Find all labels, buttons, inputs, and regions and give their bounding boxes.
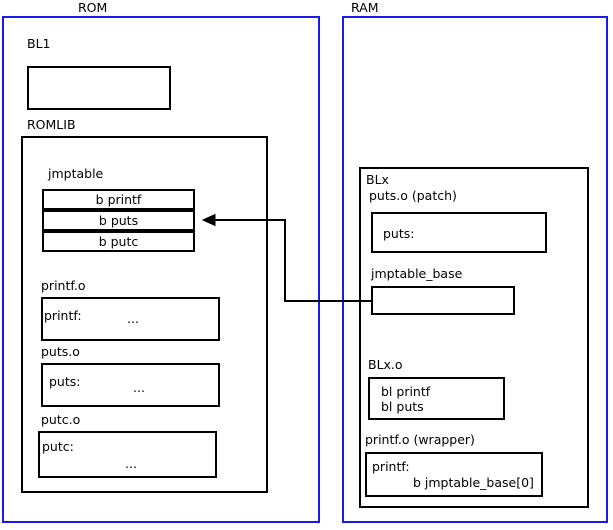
jmptable-caption: jmptable [48, 166, 104, 181]
jmptable-entry-2: b putc [42, 231, 195, 252]
puts-patch-box: puts: [371, 212, 547, 253]
romlib-caption: ROMLIB [27, 117, 76, 132]
puts-patch-symbol: puts: [383, 226, 415, 241]
puts-o-body: ... [133, 380, 145, 395]
printf-wrapper-branch: b jmptable_base[0] [413, 475, 534, 490]
blx-o-box: bl printf bl puts [368, 377, 505, 420]
bl1-caption: BL1 [27, 36, 51, 51]
jmptable-entry-0: b printf [42, 189, 195, 210]
putc-o-box: putc: ... [38, 431, 217, 478]
printf-o-symbol: printf: [44, 308, 82, 323]
puts-patch-caption: puts.o (patch) [369, 188, 457, 203]
ram-region-label: RAM [351, 0, 379, 15]
printf-o-body: ... [127, 311, 139, 326]
printf-wrapper-symbol: printf: [372, 459, 410, 474]
printf-o-box: printf: ... [41, 297, 220, 341]
rom-region-label: ROM [78, 0, 108, 15]
bl1-box [27, 66, 171, 110]
puts-o-caption: puts.o [41, 344, 80, 359]
blx-o-line-0: bl printf [381, 384, 431, 399]
blx-o-line-1: bl puts [381, 399, 424, 414]
jmptable-base-box [371, 286, 515, 315]
bl1-body [29, 68, 169, 76]
printf-wrapper-box: printf: b jmptable_base[0] [365, 452, 543, 497]
printf-wrapper-caption: printf.o (wrapper) [365, 432, 475, 447]
printf-o-caption: printf.o [41, 278, 86, 293]
putc-o-body: ... [125, 456, 137, 471]
putc-o-symbol: putc: [42, 439, 74, 454]
putc-o-caption: putc.o [41, 412, 81, 427]
puts-o-symbol: puts: [49, 374, 81, 389]
blx-o-caption: BLx.o [368, 357, 403, 372]
jmptable-base-body [373, 288, 513, 296]
puts-o-box: puts: ... [41, 363, 220, 407]
jmptable-entry-1: b puts [42, 210, 195, 231]
blx-caption: BLx [366, 172, 389, 187]
jmptable-base-caption: jmptable_base [371, 266, 463, 281]
